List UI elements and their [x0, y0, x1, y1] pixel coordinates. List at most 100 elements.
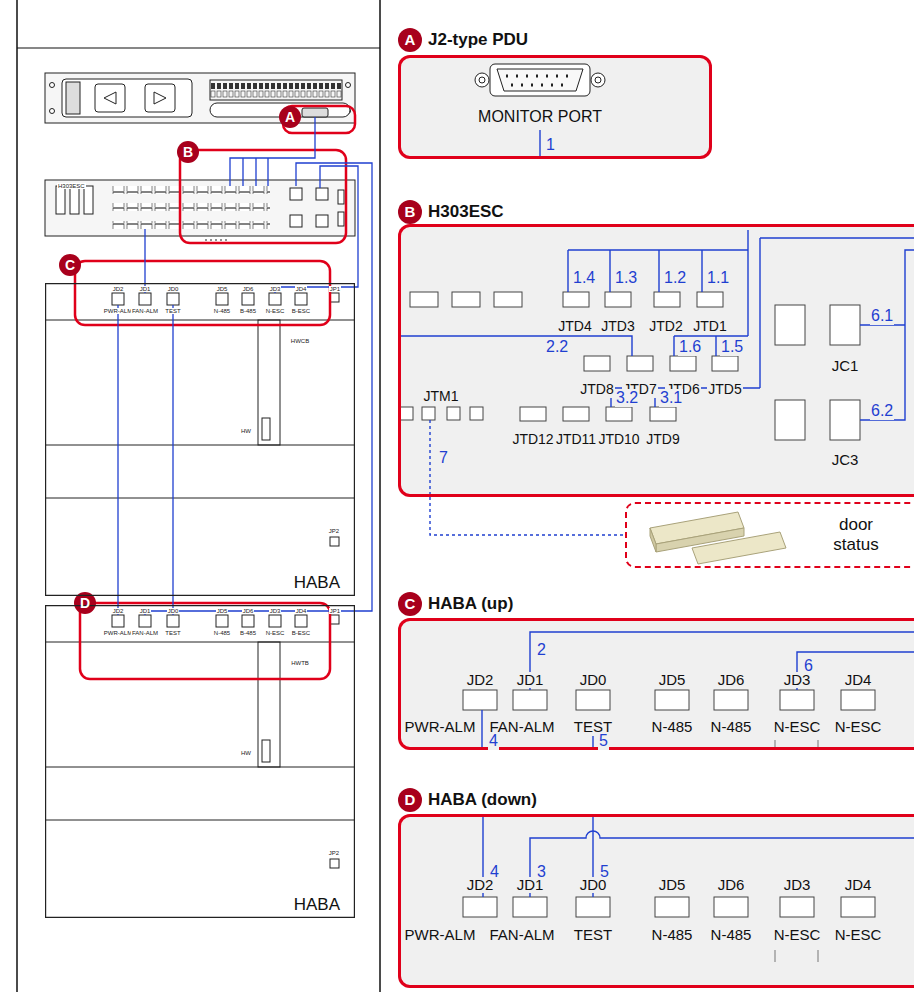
- tiny-port-label: JP2: [328, 850, 340, 857]
- tiny-port-label: FAN-ALM: [131, 630, 159, 637]
- port-symbol: [775, 400, 805, 440]
- d-sub-connector: [497, 69, 583, 91]
- callout-letter-text: A: [405, 31, 416, 48]
- port-label: JD2: [466, 672, 495, 689]
- port-label: JTD2: [648, 319, 683, 334]
- port-label: N-485: [710, 927, 753, 944]
- signal-cable: [592, 736, 593, 750]
- detail-panel: HABA (down): [398, 814, 914, 988]
- signal-cable: [539, 130, 540, 159]
- callout-letter-text: B: [405, 203, 416, 220]
- signal-cable: [230, 117, 315, 186]
- cable-number: 6.2: [870, 402, 894, 420]
- port-label: JTD8: [579, 382, 614, 397]
- port-symbol: [780, 897, 814, 917]
- port-label: JC3: [831, 452, 860, 469]
- port-label: N-ESC: [773, 927, 822, 944]
- port-label: N-ESC: [834, 719, 883, 736]
- signal-cable: [400, 130, 914, 897]
- d-sub-connector: [591, 73, 605, 87]
- port-symbol: [576, 690, 610, 710]
- panel-ground: [398, 618, 914, 750]
- panel-ground: [398, 814, 914, 988]
- tiny-port-label: HW: [240, 428, 252, 435]
- port-label: PWR-ALM: [404, 927, 477, 944]
- signal-cable: [530, 632, 914, 690]
- h303esc-drawing: [316, 215, 328, 227]
- port-label: JD6: [717, 877, 746, 894]
- signal-cable: [145, 163, 372, 615]
- cable-number: 7: [438, 449, 449, 467]
- cable-number: 1.6: [678, 338, 702, 356]
- tiny-port-label: HWTB: [290, 660, 310, 667]
- tiny-port-label: JD4: [295, 608, 308, 615]
- signal-cable: [400, 336, 632, 356]
- port-symbol: [606, 407, 632, 421]
- port-symbol: [830, 305, 860, 345]
- node-text: door status: [826, 515, 886, 554]
- node-text: HABA: [294, 573, 340, 593]
- callout-letter: B: [177, 141, 199, 163]
- pdu-drawing: [346, 83, 351, 88]
- port-symbol: [655, 897, 689, 917]
- d-sub-connector: [595, 77, 601, 83]
- port-symbol: [655, 690, 689, 710]
- signal-cable: [118, 117, 372, 615]
- port-label: JTD4: [557, 319, 592, 334]
- cable-number: 4: [488, 732, 499, 750]
- port-label: N-ESC: [773, 719, 822, 736]
- haba-chassis-drawing: [45, 605, 355, 918]
- signal-cable: [117, 305, 118, 615]
- tiny-port-label: B-ESC: [291, 630, 311, 637]
- panel-heading: J2-type PDU: [428, 30, 528, 50]
- port-symbol: [400, 407, 413, 420]
- h303esc-drawing: [70, 186, 79, 214]
- cable-number: 1: [545, 136, 556, 154]
- port-label: JD6: [717, 672, 746, 689]
- callout-letter: D: [398, 788, 422, 812]
- panel-heading: H303ESC: [428, 202, 504, 222]
- port-label: N-485: [651, 719, 694, 736]
- port-symbol: [714, 690, 748, 710]
- h303esc-drawing: [290, 188, 302, 200]
- pdu-drawing: [210, 80, 342, 100]
- highlight-ring: [283, 106, 355, 133]
- d-sub-connector: [511, 84, 571, 87]
- port-symbol: [714, 897, 748, 917]
- h303esc-drawing: [112, 186, 270, 194]
- pdu-drawing: [104, 92, 116, 104]
- port-symbol: [775, 305, 805, 345]
- port-symbol: [494, 292, 522, 307]
- signal-cable: [797, 652, 914, 690]
- tiny-port-label: JD3: [269, 608, 282, 615]
- callout-letter: C: [398, 592, 422, 616]
- door-magnet: [650, 528, 656, 552]
- d-sub-connector: [479, 77, 485, 83]
- port-symbol: [576, 897, 610, 917]
- cable-number: 3.2: [615, 389, 639, 407]
- cable-number: 1.2: [663, 269, 687, 287]
- h303esc-drawing: [84, 186, 93, 214]
- pdu-drawing: [145, 84, 175, 112]
- tiny-port-label: JD0: [167, 286, 180, 293]
- h303esc-drawing: [205, 240, 230, 241]
- tiny-port-label: N-485: [213, 630, 231, 637]
- port-label: JTD3: [600, 319, 635, 334]
- port-label: TEST: [573, 927, 613, 944]
- door-status-cable: [430, 497, 625, 535]
- port-symbol: [650, 407, 676, 421]
- callout-letter-text: D: [80, 595, 90, 611]
- h303esc-drawing: [290, 215, 302, 227]
- port-label: JD4: [844, 672, 873, 689]
- callout-letter: D: [74, 592, 96, 614]
- tiny-port-label: N-485: [213, 308, 231, 315]
- callout-letter: A: [398, 28, 422, 52]
- tiny-port-label: JD5: [216, 286, 229, 293]
- tiny-port-label: TEST: [164, 308, 181, 315]
- pdu-drawing: [66, 82, 80, 114]
- tiny-port-label: JP2: [328, 528, 340, 535]
- port-symbol: [422, 407, 435, 420]
- port-label: FAN-ALM: [488, 927, 555, 944]
